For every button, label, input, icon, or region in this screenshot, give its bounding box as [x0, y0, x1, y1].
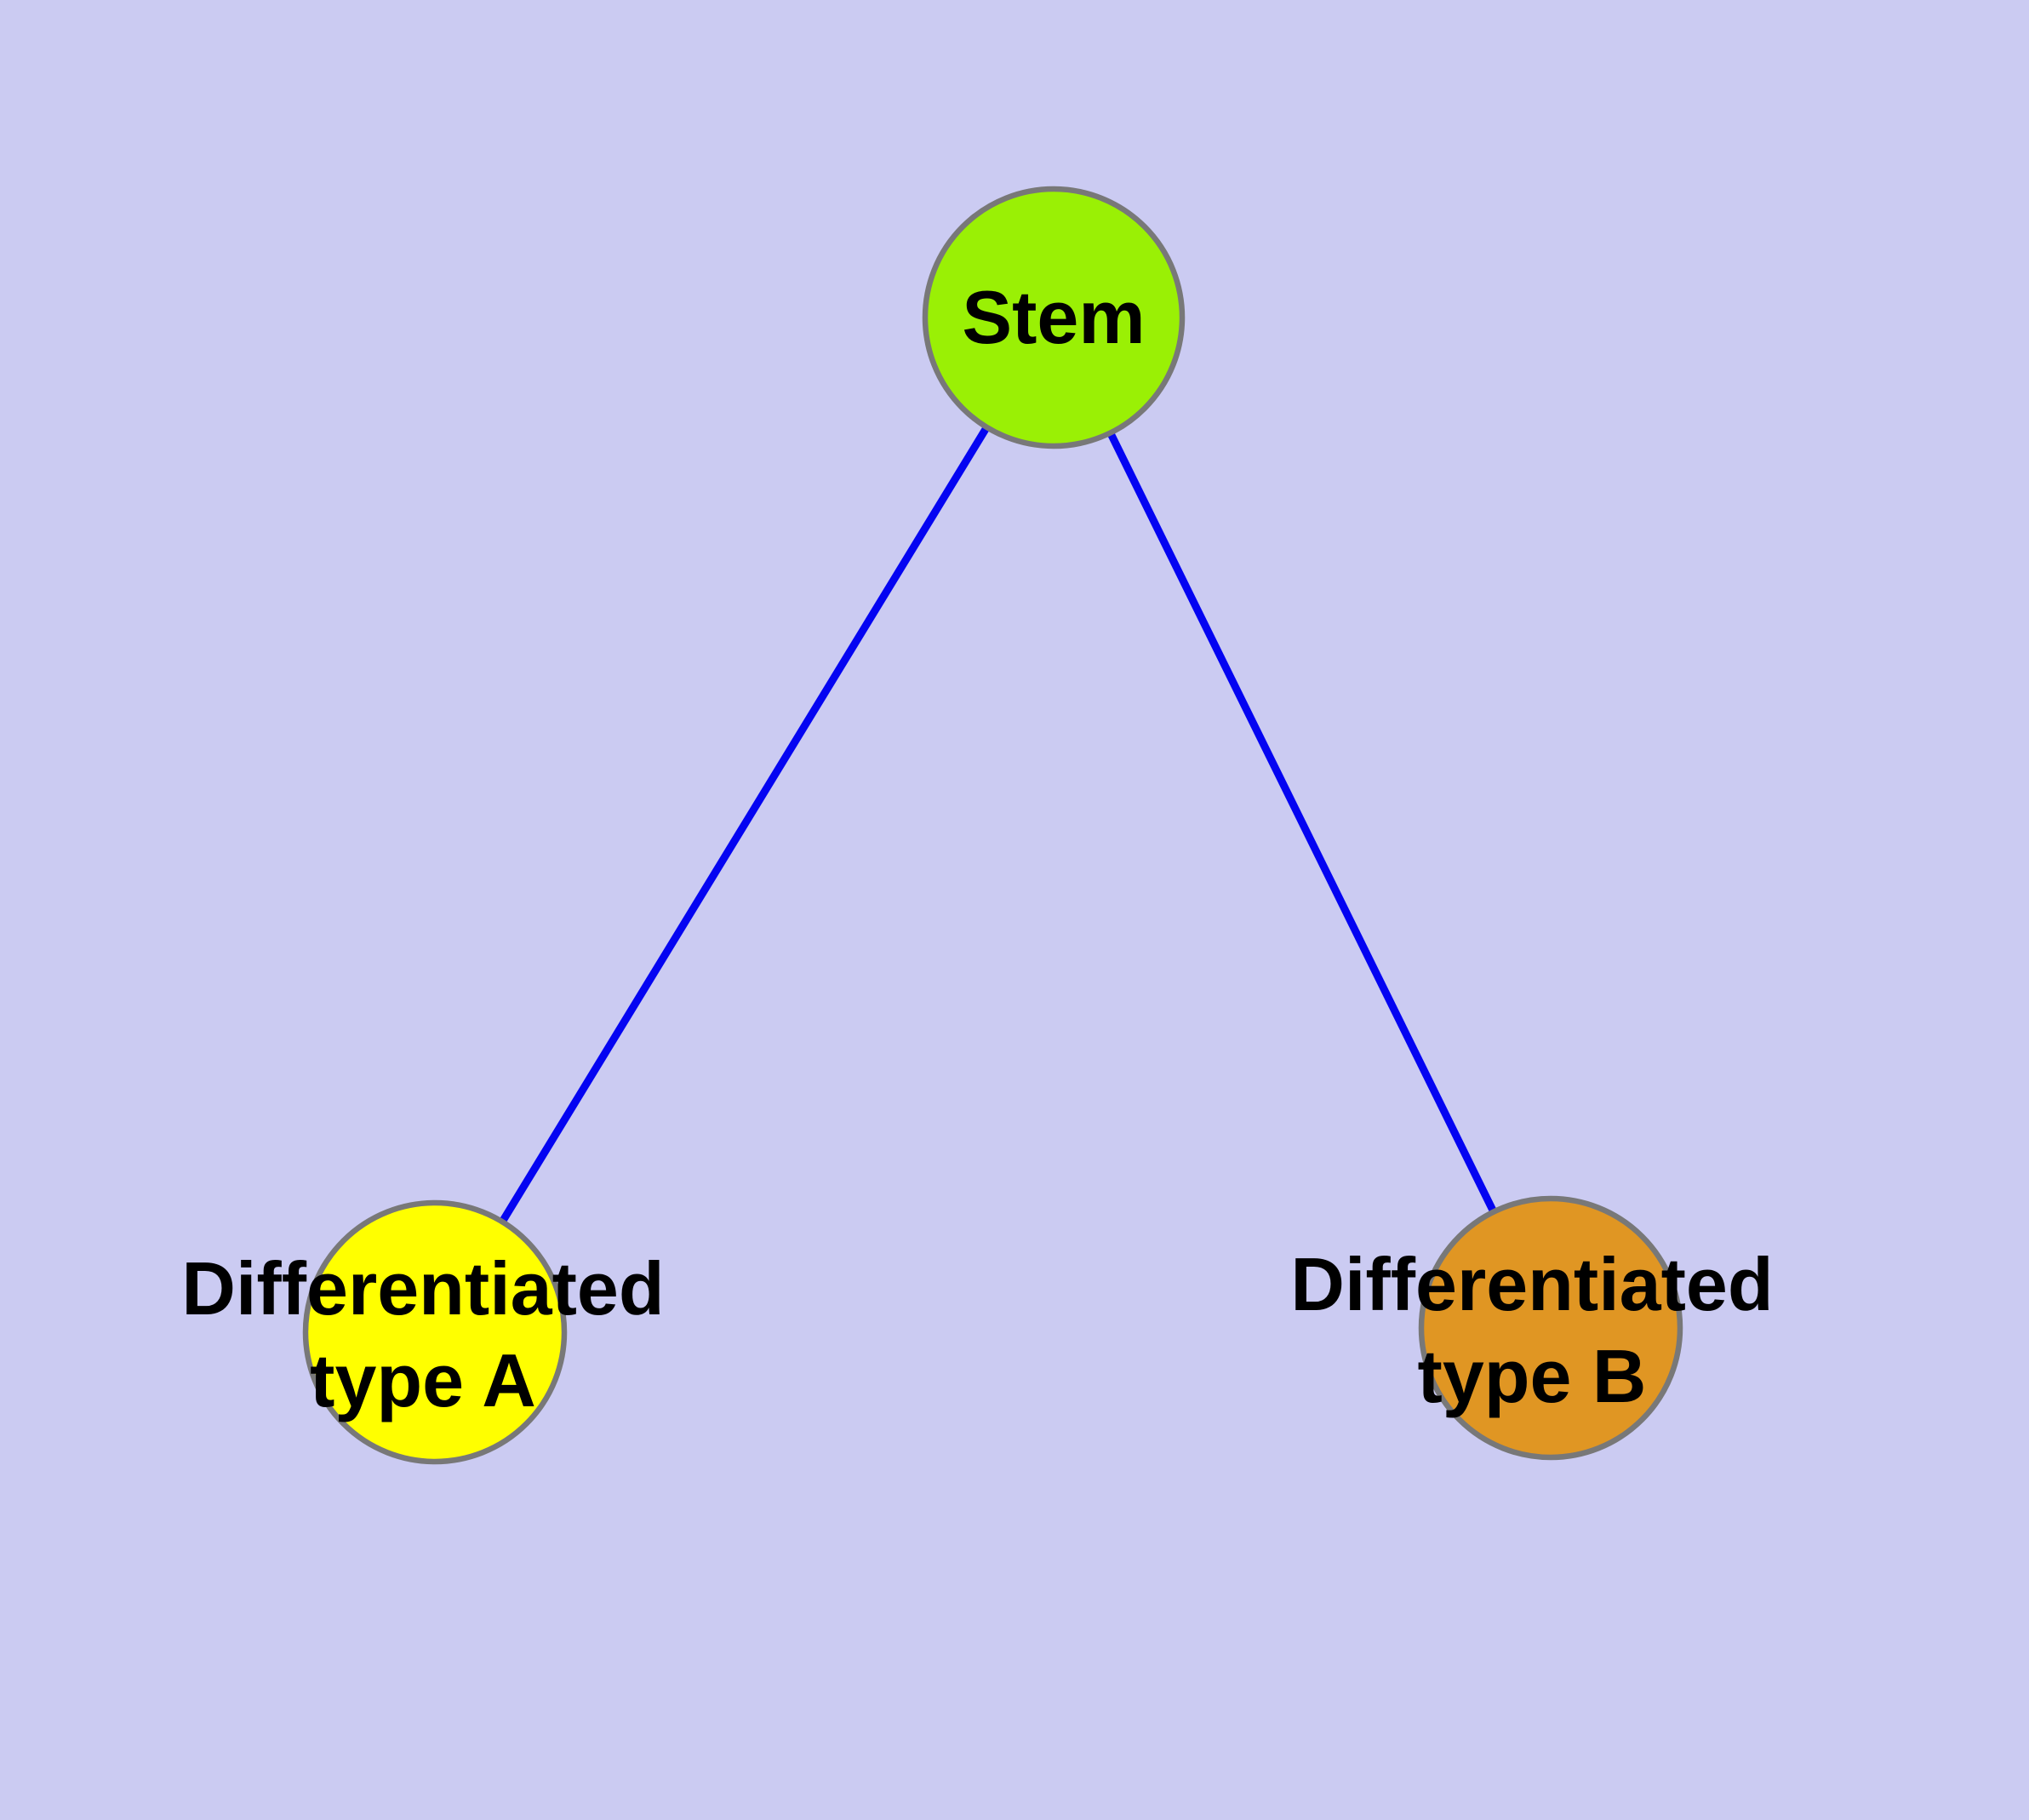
node-label-stem-line1: Stem — [962, 275, 1146, 359]
node-label-differentiated-type-b-line1: Differentiated — [1290, 1242, 1774, 1326]
node-label-differentiated-type-b-line2: type B — [1417, 1334, 1647, 1418]
node-differentiated-type-b-circle — [1418, 1195, 1683, 1461]
node-label-differentiated-type-a-line2: type A — [310, 1338, 536, 1422]
node-stem-circle — [922, 186, 1186, 449]
node-differentiated-type-a-circle — [302, 1199, 568, 1465]
edge-stem-to-type-a — [432, 315, 1057, 1335]
node-label-differentiated-type-a-line1: Differentiated — [181, 1246, 665, 1331]
node-label-stem: Stem — [962, 272, 1145, 363]
edge-stem-to-type-b — [1049, 316, 1555, 1330]
